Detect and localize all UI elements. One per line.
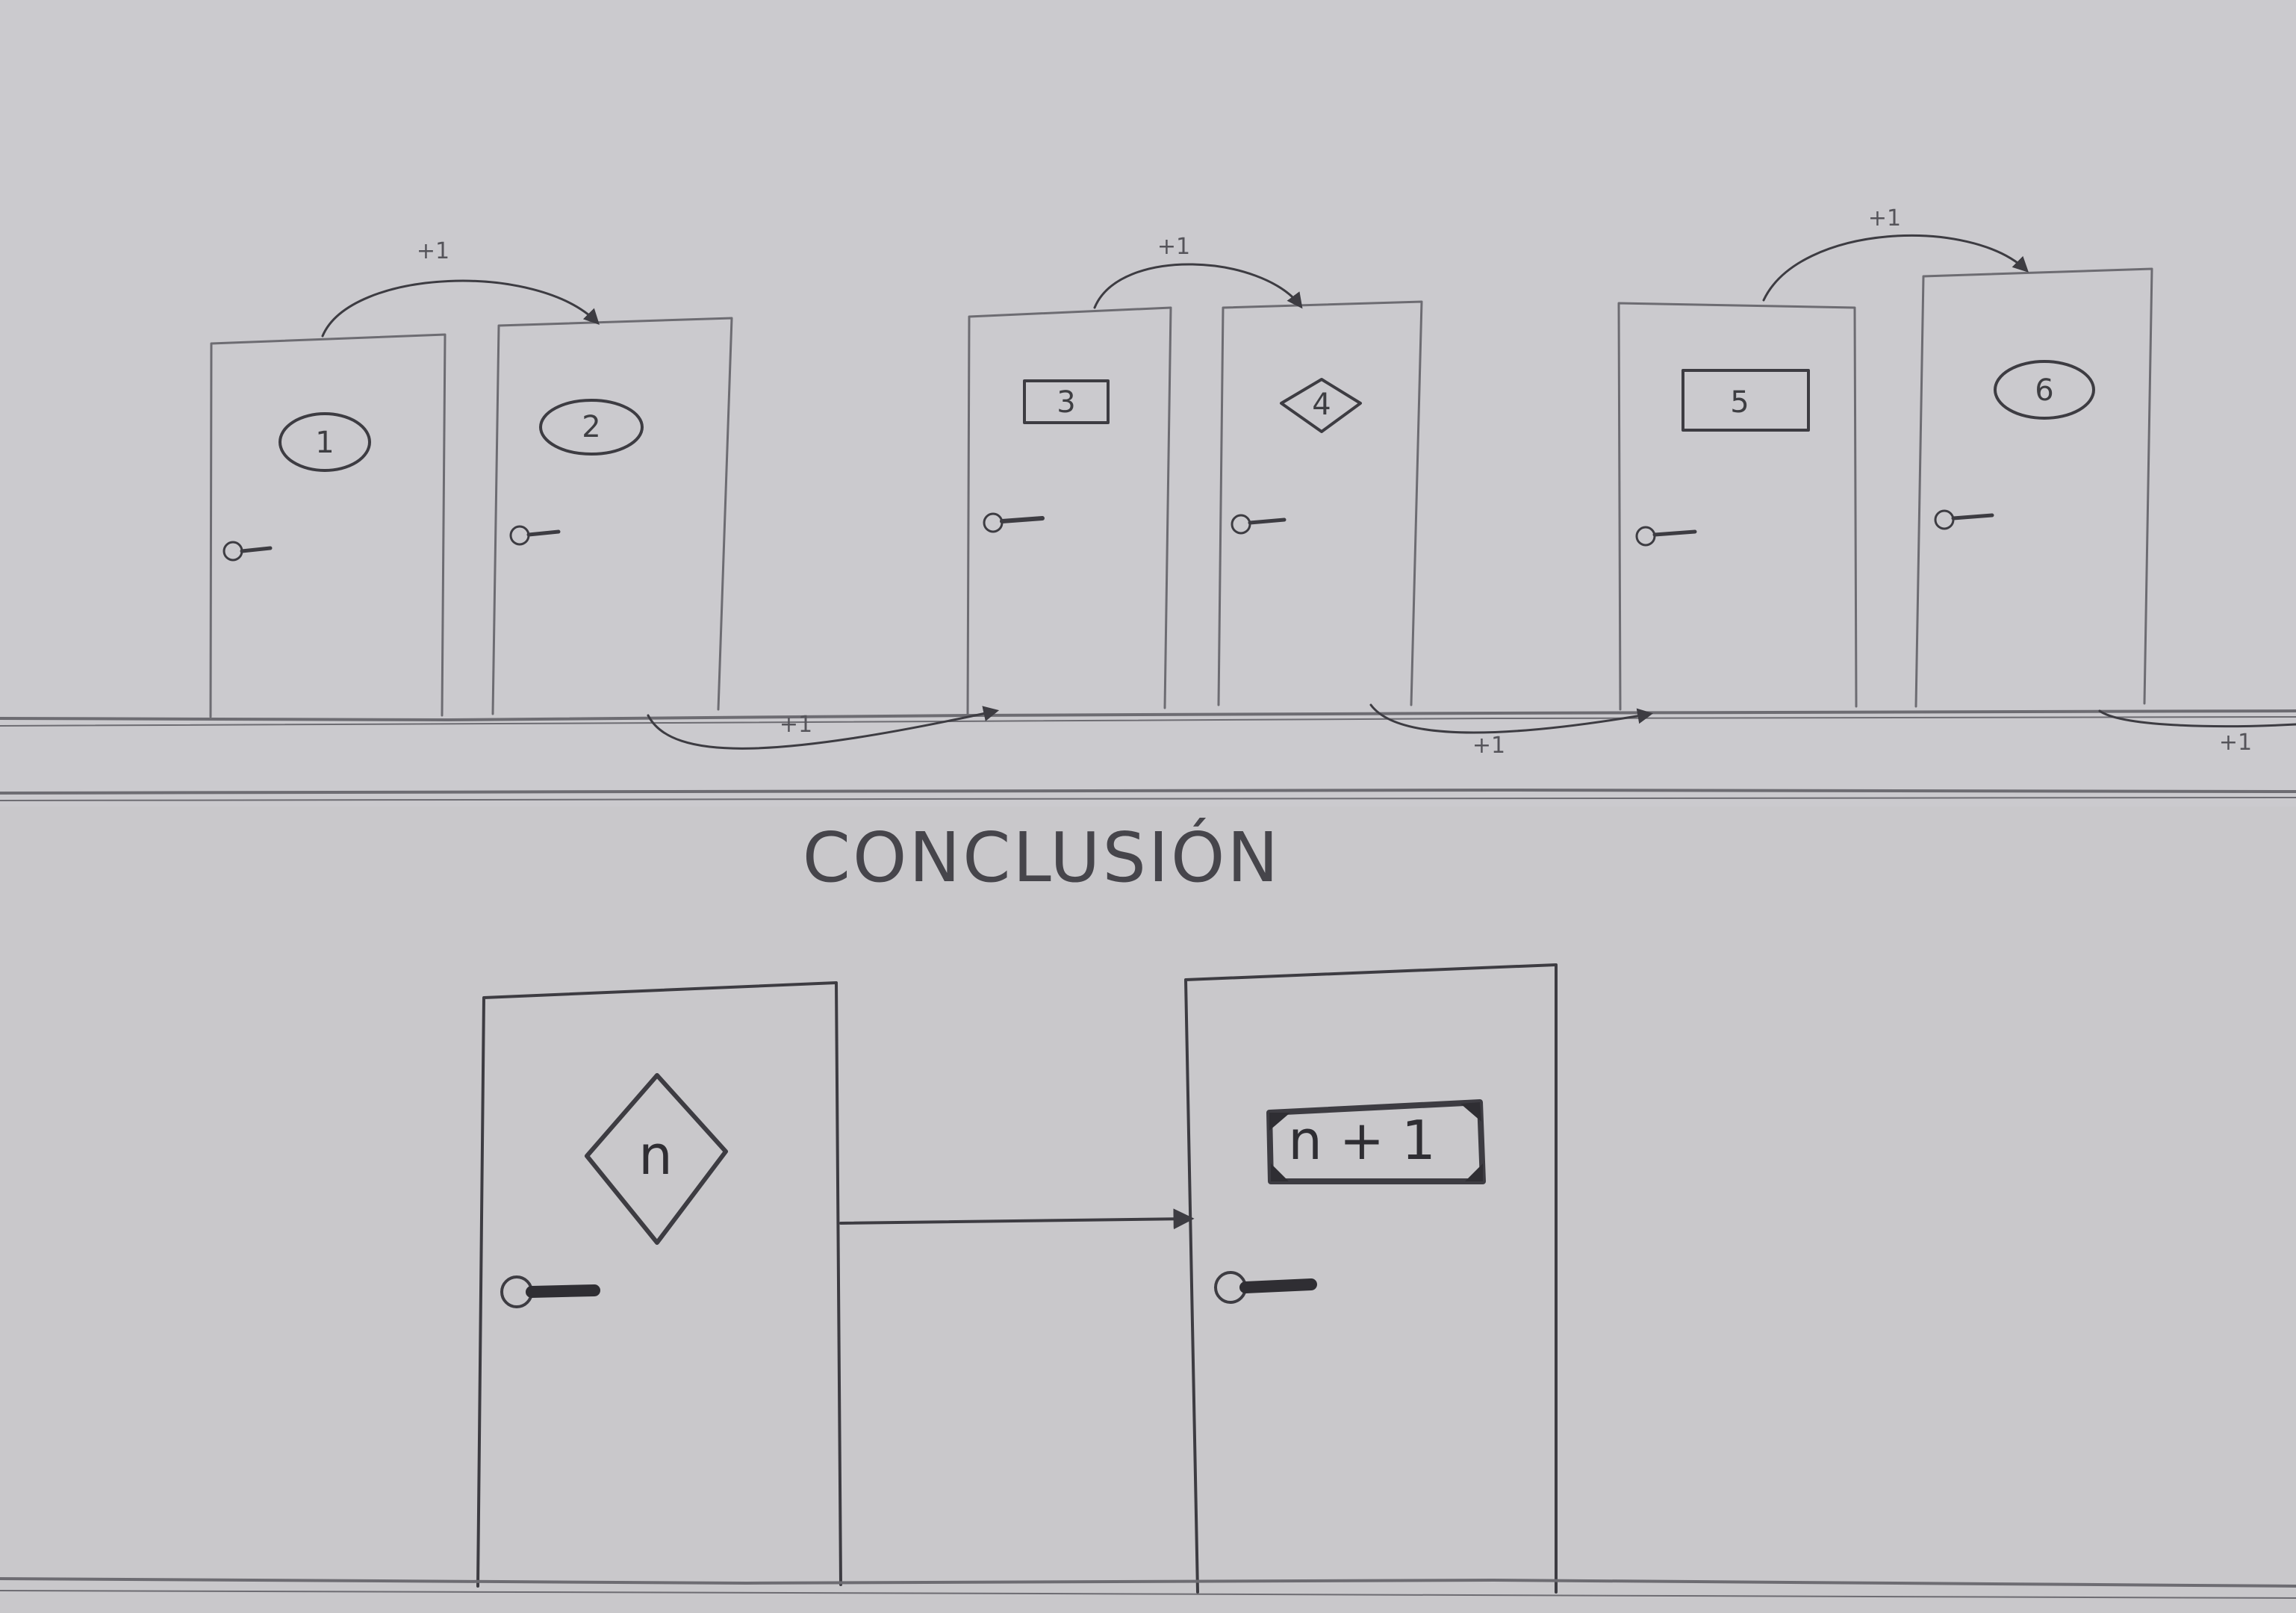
corridor-bottom-line bbox=[0, 789, 2296, 795]
door-frame bbox=[1217, 300, 1423, 706]
door-badge-oval bbox=[1994, 360, 2095, 420]
door-handle bbox=[1239, 1278, 1317, 1293]
door-5: 5 bbox=[1617, 302, 1858, 711]
door-badge-oval bbox=[279, 412, 371, 472]
arrow-path bbox=[1093, 263, 1303, 309]
door-1: 1 bbox=[209, 333, 447, 718]
badge-corner bbox=[1271, 1163, 1289, 1181]
arrow-label: +1 bbox=[417, 238, 449, 264]
over-arrow-2: +1 bbox=[1093, 234, 1303, 309]
conclusion-floor-line bbox=[0, 1577, 2296, 1588]
door-2: 2 bbox=[491, 317, 733, 715]
door-handle bbox=[1652, 529, 1697, 537]
door-n: n bbox=[476, 981, 842, 1588]
door-badge-diamond bbox=[585, 1073, 728, 1245]
badge-corner bbox=[1269, 1113, 1290, 1131]
door-handle bbox=[1248, 518, 1287, 525]
arrow-label: +1 bbox=[2219, 730, 2252, 756]
door-number: 1 bbox=[315, 426, 334, 460]
arrow-label: +1 bbox=[780, 712, 812, 738]
arrow-label: +1 bbox=[1157, 234, 1190, 260]
arrow-path bbox=[647, 706, 1000, 750]
badge-corner bbox=[1460, 1102, 1481, 1122]
door-handle bbox=[526, 529, 561, 537]
corridor-bottom-line-double bbox=[0, 797, 2296, 801]
door-frame bbox=[491, 317, 733, 715]
corridor-top-line-double bbox=[0, 716, 2296, 727]
door-badge-oval bbox=[539, 399, 644, 456]
arrow-label: +1 bbox=[1472, 733, 1505, 759]
door-3: 3 bbox=[966, 306, 1172, 715]
floor-arrow-3: +1 bbox=[2098, 709, 2296, 756]
floor-arrow-1: +1 bbox=[647, 706, 1000, 750]
over-arrow-3: +1 bbox=[1762, 205, 2029, 302]
door-handle bbox=[526, 1284, 600, 1298]
conclusion-arrow bbox=[839, 1208, 1195, 1230]
door-number: 5 bbox=[1730, 385, 1749, 420]
floor-arrow-2: +1 bbox=[1369, 703, 1654, 759]
door-frame bbox=[476, 981, 842, 1588]
door-6: 6 bbox=[1914, 267, 2153, 708]
door-frame bbox=[1184, 963, 1558, 1594]
over-arrow-1: +1 bbox=[321, 238, 600, 338]
door-handle bbox=[1000, 516, 1045, 523]
arrow-label: +1 bbox=[1868, 205, 1901, 231]
door-frame bbox=[209, 333, 447, 718]
door-number: 4 bbox=[1312, 388, 1331, 422]
door-number: 6 bbox=[2035, 373, 2053, 408]
door-badge-diamond bbox=[1280, 378, 1362, 433]
door-number: 3 bbox=[1057, 385, 1075, 420]
conclusion-title: CONCLUSIÓN bbox=[803, 816, 1281, 898]
door-number: 2 bbox=[582, 410, 600, 444]
arrow-path bbox=[321, 279, 600, 338]
arrow-path bbox=[1762, 234, 2029, 302]
paper-shade bbox=[0, 0, 2296, 806]
conclusion-floor-line-double bbox=[0, 1590, 2296, 1599]
arrow-path bbox=[1369, 703, 1654, 734]
badge-corner bbox=[1465, 1163, 1483, 1181]
door-handle bbox=[1951, 513, 1994, 520]
conclusion-row: n n + 1 bbox=[0, 963, 2296, 1599]
door-badge-rectangle bbox=[1023, 379, 1110, 424]
door-frame bbox=[1914, 267, 2153, 708]
door-label: n bbox=[638, 1124, 673, 1187]
door-frame bbox=[966, 306, 1172, 715]
door-badge-rectangle bbox=[1681, 369, 1810, 432]
door-n-plus-1: n + 1 bbox=[1184, 963, 1558, 1594]
top-row: 1 2 3 4 bbox=[0, 205, 2296, 801]
arrow-path bbox=[2098, 709, 2296, 728]
door-4: 4 bbox=[1217, 300, 1423, 706]
door-label: n + 1 bbox=[1288, 1109, 1436, 1172]
door-handle bbox=[240, 546, 273, 553]
door-frame bbox=[1617, 302, 1858, 711]
